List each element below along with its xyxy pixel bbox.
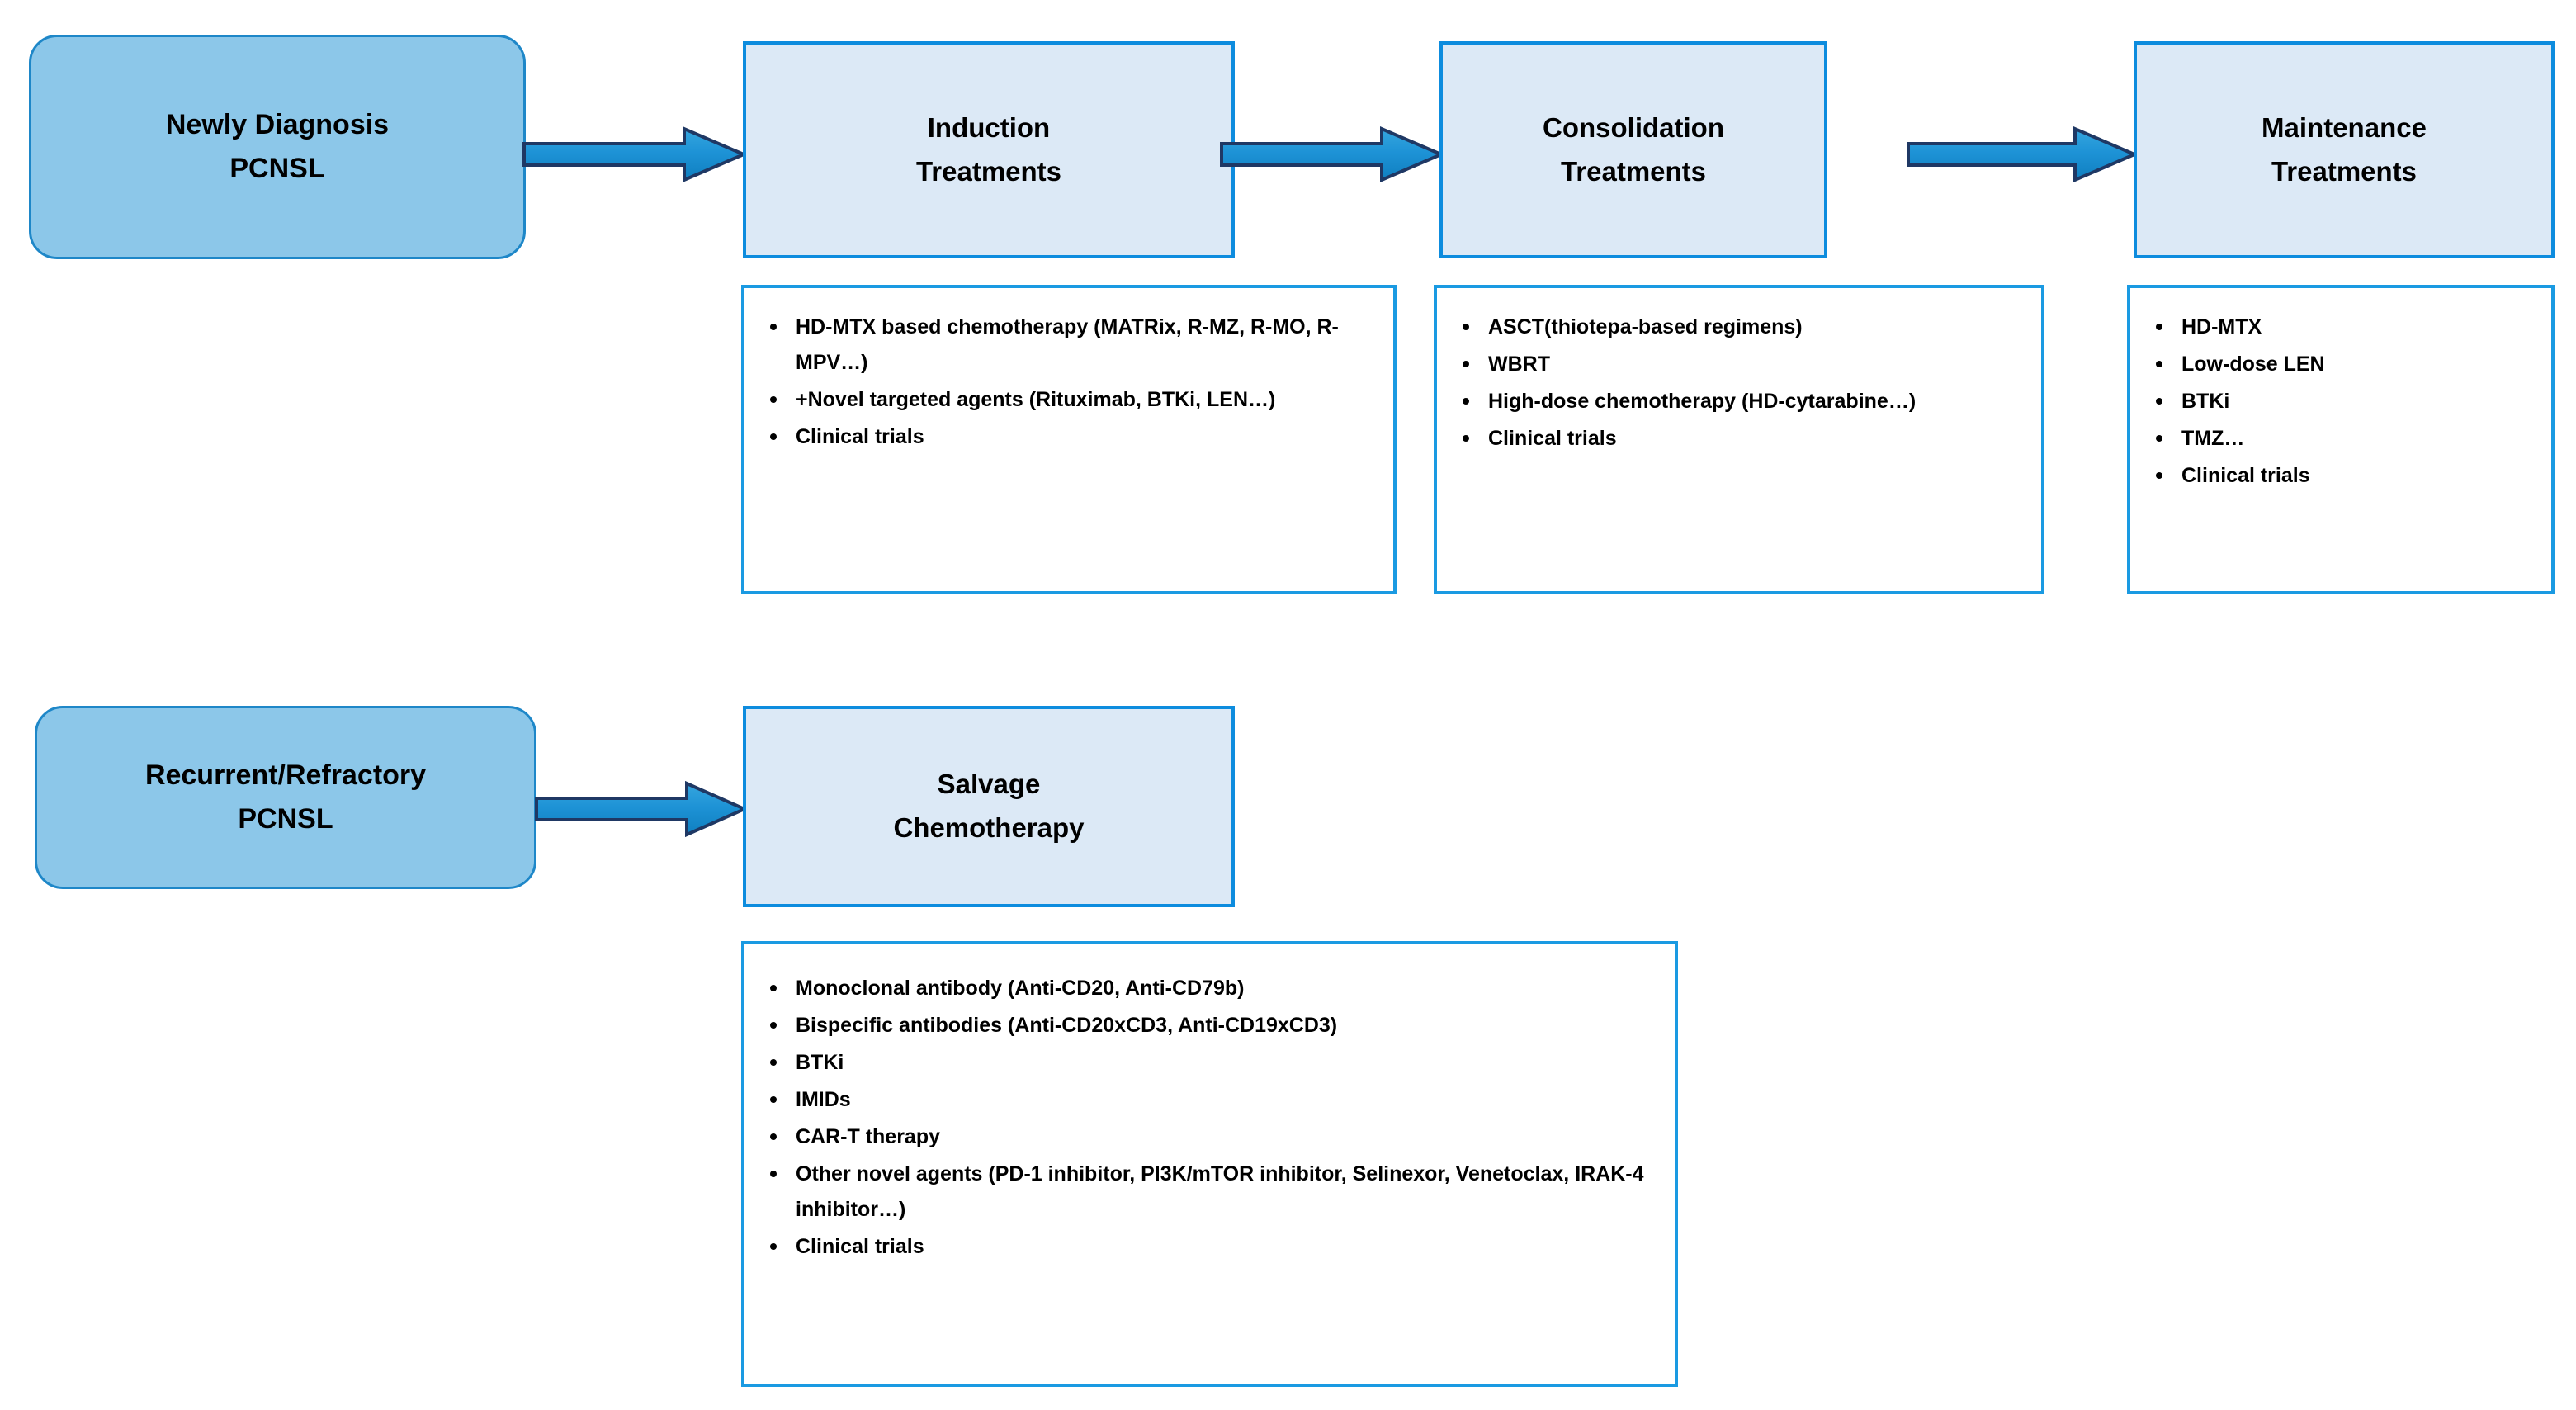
phase-box-salvage: Salvage Chemotherapy: [743, 706, 1235, 907]
list-item: +Novel targeted agents (Rituximab, BTKi,…: [753, 382, 1382, 418]
list-item: TMZ…: [2139, 421, 2540, 457]
stage-newly-diagnosed-line1: Newly Diagnosis: [165, 109, 390, 141]
phase-maintenance-line1: Maintenance: [2262, 111, 2427, 143]
list-item: ASCT(thiotepa-based regimens): [1445, 310, 2030, 345]
list-item: Clinical trials: [753, 419, 1382, 455]
arrow-induction-to-consolidation: [1220, 125, 1444, 183]
list-item: Clinical trials: [1445, 421, 2030, 457]
list-item: CAR-T therapy: [753, 1119, 1663, 1155]
list-item: HD-MTX based chemotherapy (MATRix, R-MZ,…: [753, 310, 1382, 381]
phase-box-consolidation: Consolidation Treatments: [1439, 41, 1827, 258]
phase-box-maintenance: Maintenance Treatments: [2134, 41, 2555, 258]
phase-salvage-line1: Salvage: [937, 769, 1041, 800]
list-item: BTKi: [2139, 384, 2540, 419]
stage-box-recurrent-refractory: Recurrent/Refractory PCNSL: [35, 706, 536, 889]
phase-maintenance-line2: Treatments: [2271, 155, 2418, 187]
bullet-list-maintenance: HD-MTX Low-dose LEN BTKi TMZ… Clinical t…: [2139, 310, 2540, 494]
phase-salvage-line2: Chemotherapy: [893, 812, 1085, 843]
stage-recurrent-line2: PCNSL: [238, 803, 333, 835]
phase-induction-line1: Induction: [927, 111, 1051, 143]
list-box-salvage: Monoclonal antibody (Anti-CD20, Anti-CD7…: [741, 941, 1678, 1387]
phase-consolidation-line1: Consolidation: [1543, 111, 1724, 143]
list-item: High-dose chemotherapy (HD-cytarabine…): [1445, 384, 2030, 419]
list-item: Other novel agents (PD-1 inhibitor, PI3K…: [753, 1157, 1663, 1228]
list-item: WBRT: [1445, 347, 2030, 382]
bullet-list-salvage: Monoclonal antibody (Anti-CD20, Anti-CD7…: [753, 971, 1663, 1265]
bullet-list-induction: HD-MTX based chemotherapy (MATRix, R-MZ,…: [753, 310, 1382, 455]
stage-newly-diagnosed-line2: PCNSL: [229, 153, 325, 184]
list-box-induction: HD-MTX based chemotherapy (MATRix, R-MZ,…: [741, 285, 1397, 594]
arrow-newly-to-induction: [522, 125, 747, 183]
list-item: Bispecific antibodies (Anti-CD20xCD3, An…: [753, 1008, 1663, 1043]
list-item: BTKi: [753, 1045, 1663, 1081]
arrow-recurrent-to-salvage: [535, 780, 748, 838]
stage-box-newly-diagnosed: Newly Diagnosis PCNSL: [29, 35, 526, 259]
list-box-maintenance: HD-MTX Low-dose LEN BTKi TMZ… Clinical t…: [2127, 285, 2555, 594]
arrow-consolidation-to-maintenance: [1907, 125, 2138, 183]
list-item: Low-dose LEN: [2139, 347, 2540, 382]
list-item: Monoclonal antibody (Anti-CD20, Anti-CD7…: [753, 971, 1663, 1006]
phase-box-induction: Induction Treatments: [743, 41, 1235, 258]
list-box-consolidation: ASCT(thiotepa-based regimens) WBRT High-…: [1434, 285, 2044, 594]
phase-consolidation-line2: Treatments: [1560, 155, 1707, 187]
list-item: HD-MTX: [2139, 310, 2540, 345]
list-item: Clinical trials: [753, 1229, 1663, 1265]
list-item: Clinical trials: [2139, 458, 2540, 494]
phase-induction-line2: Treatments: [915, 155, 1062, 187]
stage-recurrent-line1: Recurrent/Refractory: [144, 759, 427, 792]
bullet-list-consolidation: ASCT(thiotepa-based regimens) WBRT High-…: [1445, 310, 2030, 457]
list-item: IMIDs: [753, 1082, 1663, 1118]
